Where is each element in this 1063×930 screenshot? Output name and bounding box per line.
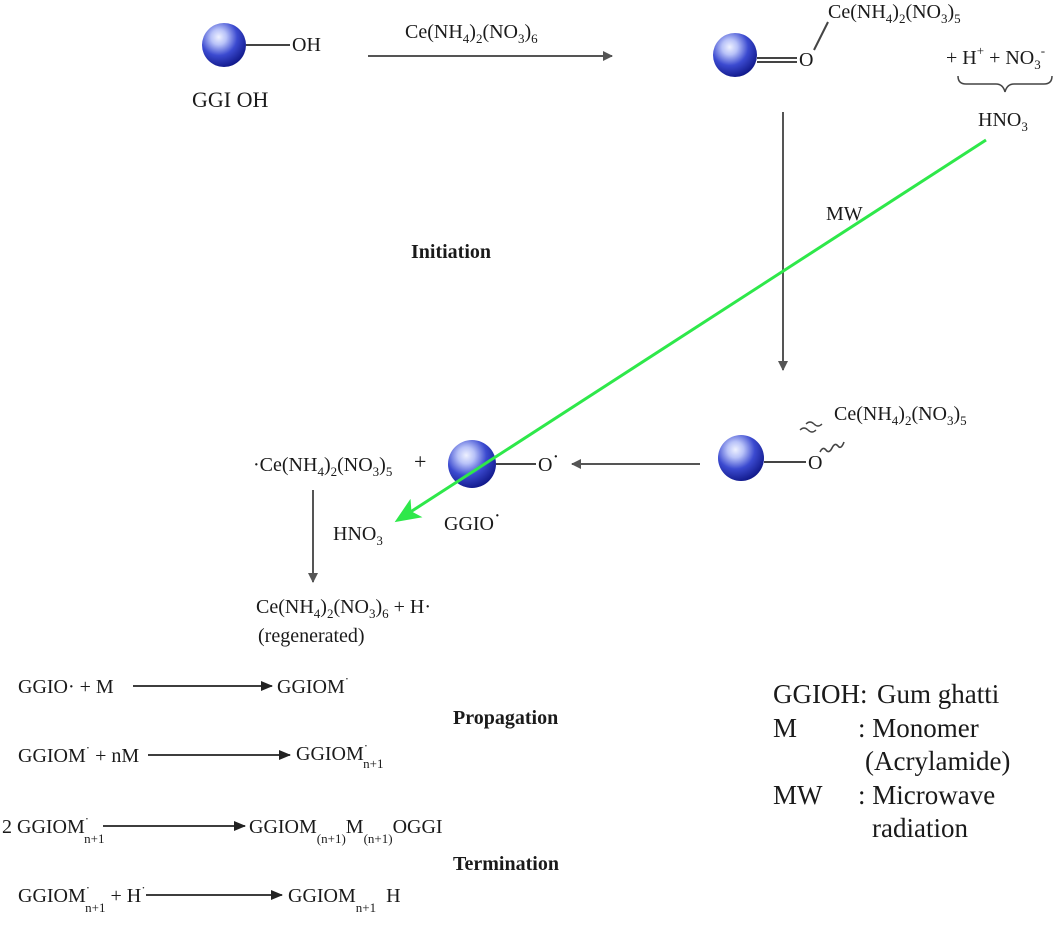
legend-m-key: M xyxy=(773,713,797,743)
bond-line xyxy=(813,21,829,51)
nitric-acid-label: HNO3 xyxy=(333,523,383,548)
gum-ghatti-bead xyxy=(718,435,764,481)
legend-ggioh-value: Gum ghatti xyxy=(877,679,999,709)
legend-mw-value-2: radiation xyxy=(872,813,968,843)
ceric-complex-middle: O Ce(NH4)2(NO3)5 xyxy=(718,403,967,481)
legend-mw-key: MW xyxy=(773,780,823,810)
termination-step-1: 2 GGIOM·n+1 GGIOM(n+1)M(n+1)OGGI xyxy=(2,811,443,846)
wavy-bond-mark xyxy=(799,421,823,433)
ceric-radical-label: ·Ce(NH4)2(NO3)5 xyxy=(253,454,392,479)
byproduct-ions: + H+ + NO3- xyxy=(946,43,1045,72)
initiation-heading: Initiation xyxy=(411,241,491,263)
byproduct-group: + H+ + NO3- HNO3 xyxy=(946,43,1053,134)
legend: GGIOH: Gum ghatti M : Monomer (Acrylamid… xyxy=(773,679,1010,843)
reactants: 2 GGIOM·n+1 xyxy=(2,811,104,846)
underbrace xyxy=(957,75,1053,93)
hydroxyl-group: OH xyxy=(292,34,321,56)
ggioh-label: GGI OH xyxy=(192,87,268,112)
ggio-radical: O· GGIO· xyxy=(444,440,559,535)
legend-m-value: : Monomer xyxy=(858,713,979,743)
propagation-step-2: GGIOM· + nM GGIOM·n+1 xyxy=(18,738,383,771)
propagation-step-1: GGIO· + M GGIOM· xyxy=(18,671,349,698)
ggio-label: GGIO· xyxy=(444,505,501,535)
oxygen-atom: O xyxy=(808,452,822,474)
ggioh-molecule: OH GGI OH xyxy=(192,23,321,112)
oxygen-atom: O xyxy=(799,49,813,71)
microwave-arrow: MW xyxy=(778,112,863,371)
product: GGIOM(n+1)M(n+1)OGGI xyxy=(249,816,443,846)
nitric-acid-transfer-arrow xyxy=(394,138,987,523)
product: GGIOMn+1H xyxy=(288,885,401,915)
reactants: GGIO· + M xyxy=(18,676,114,698)
regenerated-reagent: Ce(NH4)2(NO3)6 + H· xyxy=(256,596,431,621)
legend-m-value-2: (Acrylamide) xyxy=(865,746,1010,776)
ceric-complex-label: Ce(NH4)2(NO3)5 xyxy=(834,403,967,428)
propagation-heading: Propagation xyxy=(453,707,558,729)
mw-label: MW xyxy=(826,203,863,225)
wavy-bond xyxy=(819,441,845,453)
legend-ggioh-key: GGIOH: xyxy=(773,679,868,709)
termination-step-2: GGIOM·n+1 + H· GGIOMn+1H xyxy=(18,880,401,915)
ceric-complex-label: Ce(NH4)2(NO3)5 xyxy=(828,1,961,26)
product: GGIOM· xyxy=(277,671,349,698)
gum-ghatti-bead xyxy=(713,33,757,77)
gum-ghatti-bead xyxy=(202,23,246,67)
oxy-radical: O· xyxy=(538,446,559,476)
nitric-acid-label: HNO3 xyxy=(978,109,1028,134)
termination-heading: Termination xyxy=(453,853,559,875)
legend-mw-value: : Microwave xyxy=(858,780,995,810)
plus-sign: + xyxy=(414,449,426,474)
reagent-arrow: Ce(NH4)2(NO3)6 xyxy=(368,21,613,61)
regenerated-note: (regenerated) xyxy=(258,625,365,647)
reactants: GGIOM·n+1 + H· xyxy=(18,880,146,915)
gum-ghatti-bead xyxy=(448,440,496,488)
reagent-can-label: Ce(NH4)2(NO3)6 xyxy=(405,21,538,46)
reactants: GGIOM· + nM xyxy=(18,740,139,767)
ceric-complex-top: O Ce(NH4)2(NO3)5 xyxy=(713,1,961,77)
product: GGIOM·n+1 xyxy=(296,738,383,771)
